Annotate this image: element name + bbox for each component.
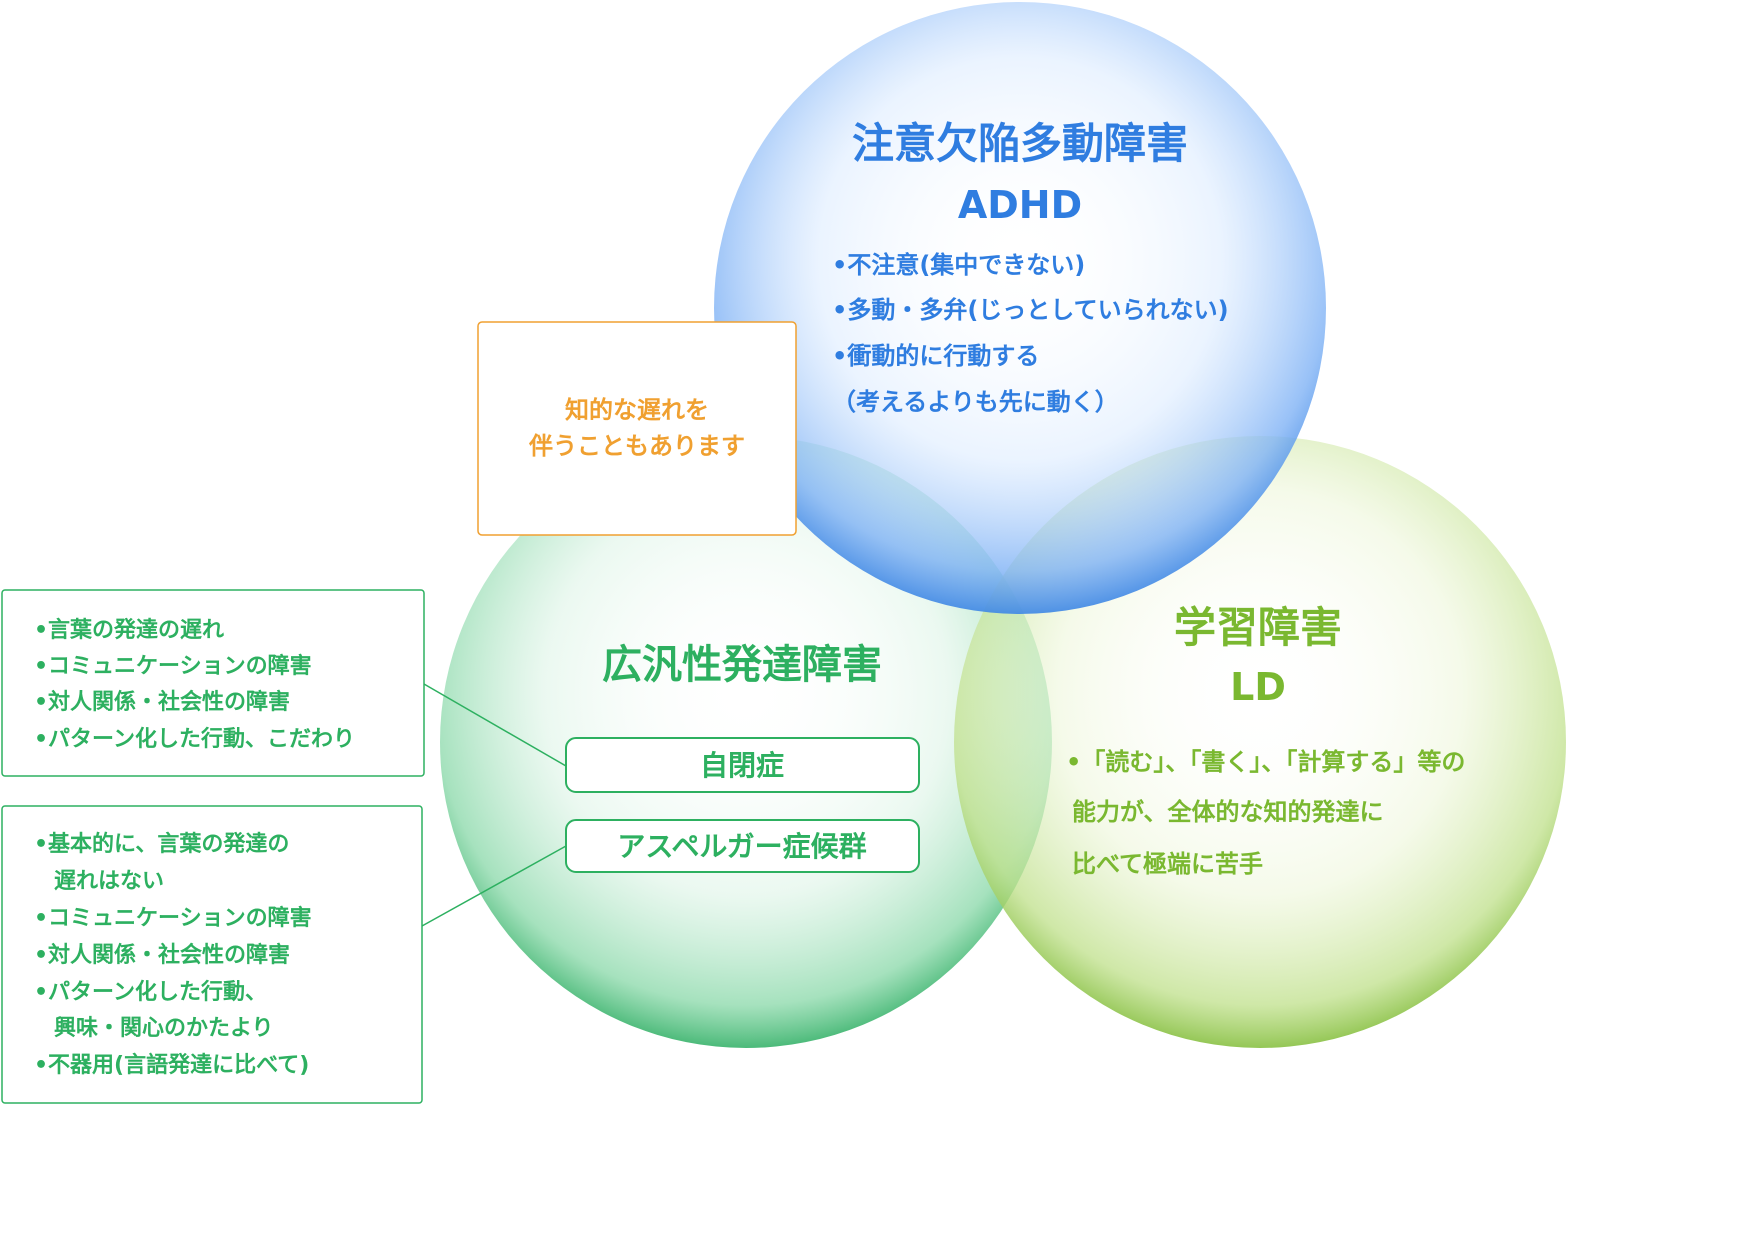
asperger-label: アスペルガー症候群 xyxy=(617,830,866,863)
autism-item-1: •言葉の発達の遅れ xyxy=(34,617,224,643)
adhd-item-4: （考えるよりも先に動く） xyxy=(832,388,1119,416)
adhd-item-2: •多動・多弁(じっとしていられない) xyxy=(832,296,1229,324)
ld-title: 学習障害 xyxy=(1174,603,1342,652)
autism-item-2: •コミュニケーションの障害 xyxy=(34,653,312,679)
asperger-description-box xyxy=(1,805,423,1104)
adhd-item-3: •衝動的に行動する xyxy=(832,342,1039,370)
asperger-item-4: •パターン化した行動、 xyxy=(34,979,267,1005)
note-line-2: 伴うこともあります xyxy=(528,432,745,460)
ld-line-2: 能力が、全体的な知的発達に xyxy=(1072,798,1384,826)
note-line-1: 知的な遅れを xyxy=(565,396,709,424)
autism-label-box xyxy=(565,737,920,793)
ld-line-3: 比べて極端に苦手 xyxy=(1072,850,1263,878)
autism-label: 自閉症 xyxy=(700,749,784,782)
asperger-item-2: •コミュニケーションの障害 xyxy=(34,905,312,931)
autism-connector-line xyxy=(423,683,567,767)
adhd-circle xyxy=(714,2,1326,614)
asperger-item-4-cont: 興味・関心のかたより xyxy=(54,1016,274,1041)
asperger-item-3: •対人関係・社会性の障害 xyxy=(34,942,290,968)
note-box xyxy=(477,321,797,536)
pdd-title: 広汎性発達障害 xyxy=(602,642,882,688)
asperger-item-1-cont: 遅れはない xyxy=(54,869,164,894)
adhd-title: 注意欠陥多動障害 xyxy=(852,119,1188,168)
autism-item-4: •パターン化した行動、こだわり xyxy=(34,726,355,752)
asperger-item-1: •基本的に、言葉の発達の xyxy=(34,831,289,857)
ld-abbr: LD xyxy=(1230,665,1286,709)
adhd-item-1: •不注意(集中できない) xyxy=(832,251,1085,279)
asperger-label-box xyxy=(565,819,920,873)
adhd-abbr: ADHD xyxy=(958,183,1082,227)
asperger-connector-line xyxy=(421,845,567,927)
ld-line-1: •「読む」、「書く」、「計算する」等の xyxy=(1066,748,1465,776)
asperger-item-5: •不器用(言語発達に比べて) xyxy=(34,1052,309,1078)
autism-item-3: •対人関係・社会性の障害 xyxy=(34,689,290,715)
autism-description-box xyxy=(1,589,425,777)
